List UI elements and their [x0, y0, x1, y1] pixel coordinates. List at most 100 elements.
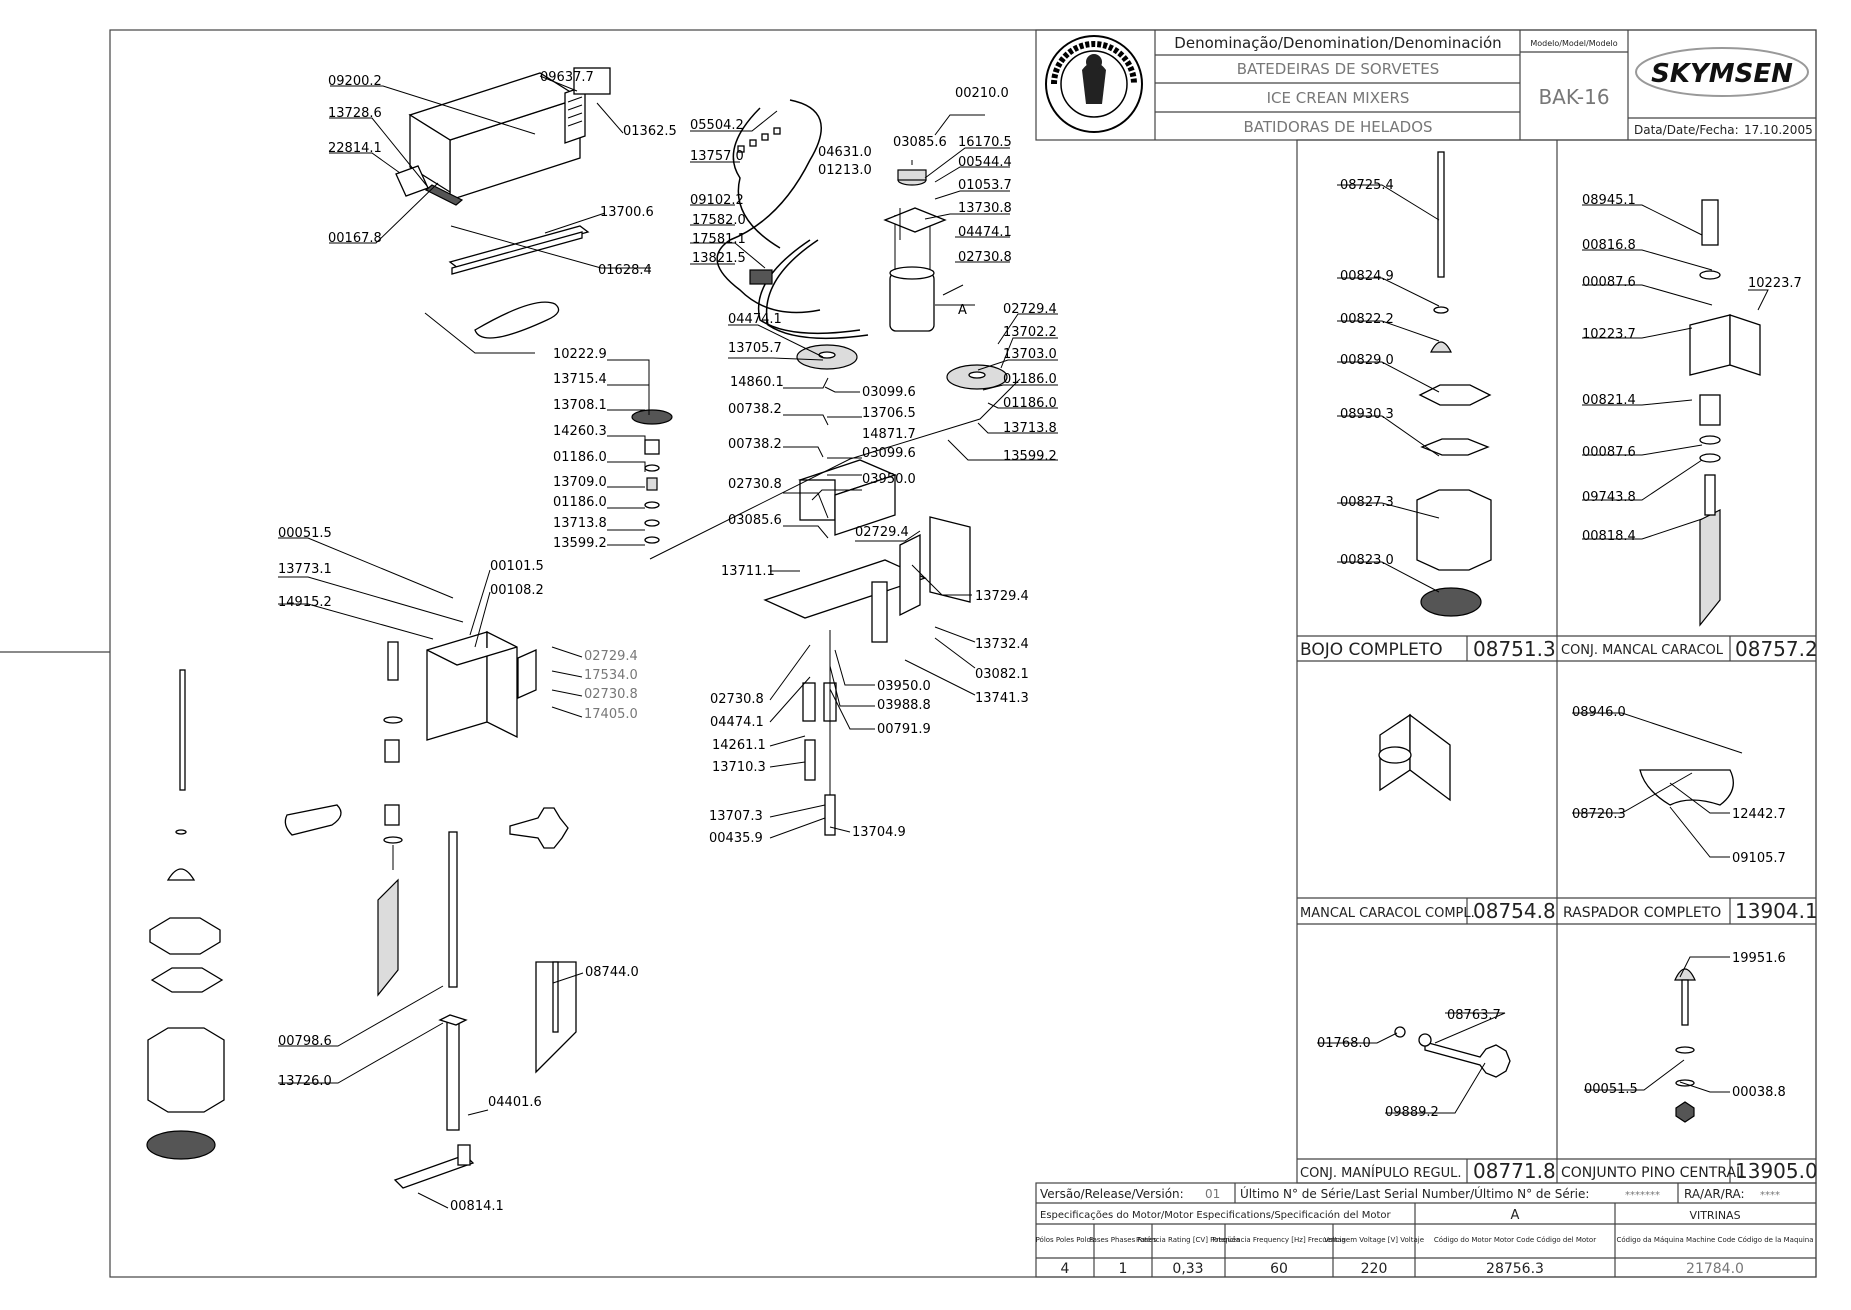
- part-label: 13729.4: [975, 589, 1029, 604]
- part-label: 05504.2: [690, 118, 744, 133]
- brand-logo: SKYMSEN: [1635, 47, 1809, 97]
- serial-label: Último N° de Série/Last Serial Number/Úl…: [1240, 1186, 1589, 1201]
- assembly-name: CONJUNTO PINO CENTRAL: [1561, 1165, 1744, 1181]
- version-label: Versão/Release/Versión:: [1040, 1187, 1184, 1201]
- part-label: 03085.6: [893, 135, 947, 150]
- spec-block: [1035, 1182, 1817, 1278]
- part-label: 03085.6: [728, 513, 782, 528]
- part-label: 00087.6: [1582, 275, 1636, 290]
- part-label: 00824.9: [1340, 269, 1394, 284]
- part-label: 13732.4: [975, 637, 1029, 652]
- part-label: 08744.0: [585, 965, 639, 980]
- part-label: 04474.1: [710, 715, 764, 730]
- part-label: 00738.2: [728, 402, 782, 417]
- part-label: 14860.1: [730, 375, 784, 390]
- part-labels: 09200.2 09637.7 13728.6 01362.5 22814.1 …: [278, 70, 1802, 1214]
- power-value: 0,33: [1172, 1261, 1203, 1277]
- part-label: 14915.2: [278, 595, 332, 610]
- part-label: 02729.4: [584, 649, 638, 664]
- part-label: 09637.7: [540, 70, 594, 85]
- authorized-service-seal: [1045, 35, 1143, 133]
- machine-code-value: 21784.0: [1686, 1261, 1744, 1277]
- part-label: 13726.0: [278, 1074, 332, 1089]
- part-label: 00435.9: [709, 831, 763, 846]
- part-label: 14261.1: [712, 738, 766, 753]
- part-label: 02729.4: [855, 525, 909, 540]
- part-label: 08930.3: [1340, 407, 1394, 422]
- col-power: Potência Rating [CV] Potencia: [1136, 1236, 1240, 1244]
- assembly-code: 08771.8: [1473, 1159, 1556, 1183]
- detail-grid: [1296, 139, 1817, 1184]
- vitrinas-label: VITRINAS: [1689, 1209, 1740, 1222]
- part-label: 13700.6: [600, 205, 654, 220]
- assembly-code: 08757.2: [1735, 637, 1818, 661]
- part-label: 17534.0: [584, 668, 638, 683]
- col-motor-code: Código do Motor Motor Code Código del Mo…: [1434, 1236, 1596, 1244]
- part-label: 13707.3: [709, 809, 763, 824]
- date-value: 17.10.2005: [1744, 123, 1813, 137]
- assembly-name: CONJ. MANCAL CARACOL: [1561, 643, 1724, 658]
- part-label: 01186.0: [1003, 396, 1057, 411]
- part-label: 00101.5: [490, 559, 544, 574]
- part-label: 13757.0: [690, 149, 744, 164]
- part-shapes: [146, 67, 1761, 1189]
- part-label: 00818.4: [1582, 529, 1636, 544]
- motor-reference-letter: A: [958, 303, 967, 318]
- part-label: 13710.3: [712, 760, 766, 775]
- part-label: 08946.0: [1572, 705, 1626, 720]
- part-label: 13713.8: [1003, 421, 1057, 436]
- part-label: 03950.0: [877, 679, 931, 694]
- part-label: 03988.8: [877, 698, 931, 713]
- part-label: 08725.4: [1340, 178, 1394, 193]
- col-machine-code: Código da Máquina Machine Code Código de…: [1616, 1236, 1813, 1244]
- part-label: 09743.8: [1582, 490, 1636, 505]
- part-label: 12442.7: [1732, 807, 1786, 822]
- part-label: 03099.6: [862, 385, 916, 400]
- assembly-name: BOJO COMPLETO: [1300, 640, 1443, 660]
- part-label: 00814.1: [450, 1199, 504, 1214]
- part-label: 00829.0: [1340, 353, 1394, 368]
- part-label: 09889.2: [1385, 1105, 1439, 1120]
- part-label: 00544.4: [958, 155, 1012, 170]
- part-label: 17581.1: [692, 232, 746, 247]
- part-label: 00038.8: [1732, 1085, 1786, 1100]
- part-label: 04474.1: [728, 312, 782, 327]
- part-label: 00051.5: [278, 526, 332, 541]
- model-code: BAK-16: [1538, 85, 1609, 109]
- part-label: 02730.8: [710, 692, 764, 707]
- part-label: 01362.5: [623, 124, 677, 139]
- part-label: 00051.5: [1584, 1082, 1638, 1097]
- part-label: 13730.8: [958, 201, 1012, 216]
- part-label: 17582.0: [692, 213, 746, 228]
- part-label: 01628.4: [598, 263, 652, 278]
- part-label: 13741.3: [975, 691, 1029, 706]
- part-label: 09102.2: [690, 193, 744, 208]
- part-label: 04401.6: [488, 1095, 542, 1110]
- part-label: 13703.0: [1003, 347, 1057, 362]
- col-poles: Pólos Poles Polos: [1036, 1236, 1095, 1244]
- assembly-code: 08751.3: [1473, 637, 1556, 661]
- part-label: 01053.7: [958, 178, 1012, 193]
- assembly-name: RASPADOR COMPLETO: [1563, 905, 1721, 921]
- part-label: 13709.0: [553, 475, 607, 490]
- part-label: 04631.0: [818, 145, 872, 160]
- part-label: 00822.2: [1340, 312, 1394, 327]
- serial-value: *******: [1625, 1190, 1660, 1201]
- part-label: 01768.0: [1317, 1036, 1371, 1051]
- part-label: 00827.3: [1340, 495, 1394, 510]
- title-block: Denominação/Denomination/Denominación BA…: [1035, 29, 1817, 141]
- poles-value: 4: [1061, 1261, 1070, 1277]
- name-en: ICE CREAN MIXERS: [1267, 89, 1410, 107]
- part-label: 00210.0: [955, 86, 1009, 101]
- model-header: Modelo/Model/Modelo: [1530, 39, 1617, 48]
- part-label: 13821.5: [692, 251, 746, 266]
- part-label: 14871.7: [862, 427, 916, 442]
- part-label: 19951.6: [1732, 951, 1786, 966]
- part-label: 13599.2: [1003, 449, 1057, 464]
- part-label: 00821.4: [1582, 393, 1636, 408]
- part-label: 00167.8: [328, 231, 382, 246]
- assembly-name: CONJ. MANÍPULO REGUL.: [1300, 1165, 1462, 1181]
- part-label: 10222.9: [553, 347, 607, 362]
- part-label: 10223.7: [1748, 276, 1802, 291]
